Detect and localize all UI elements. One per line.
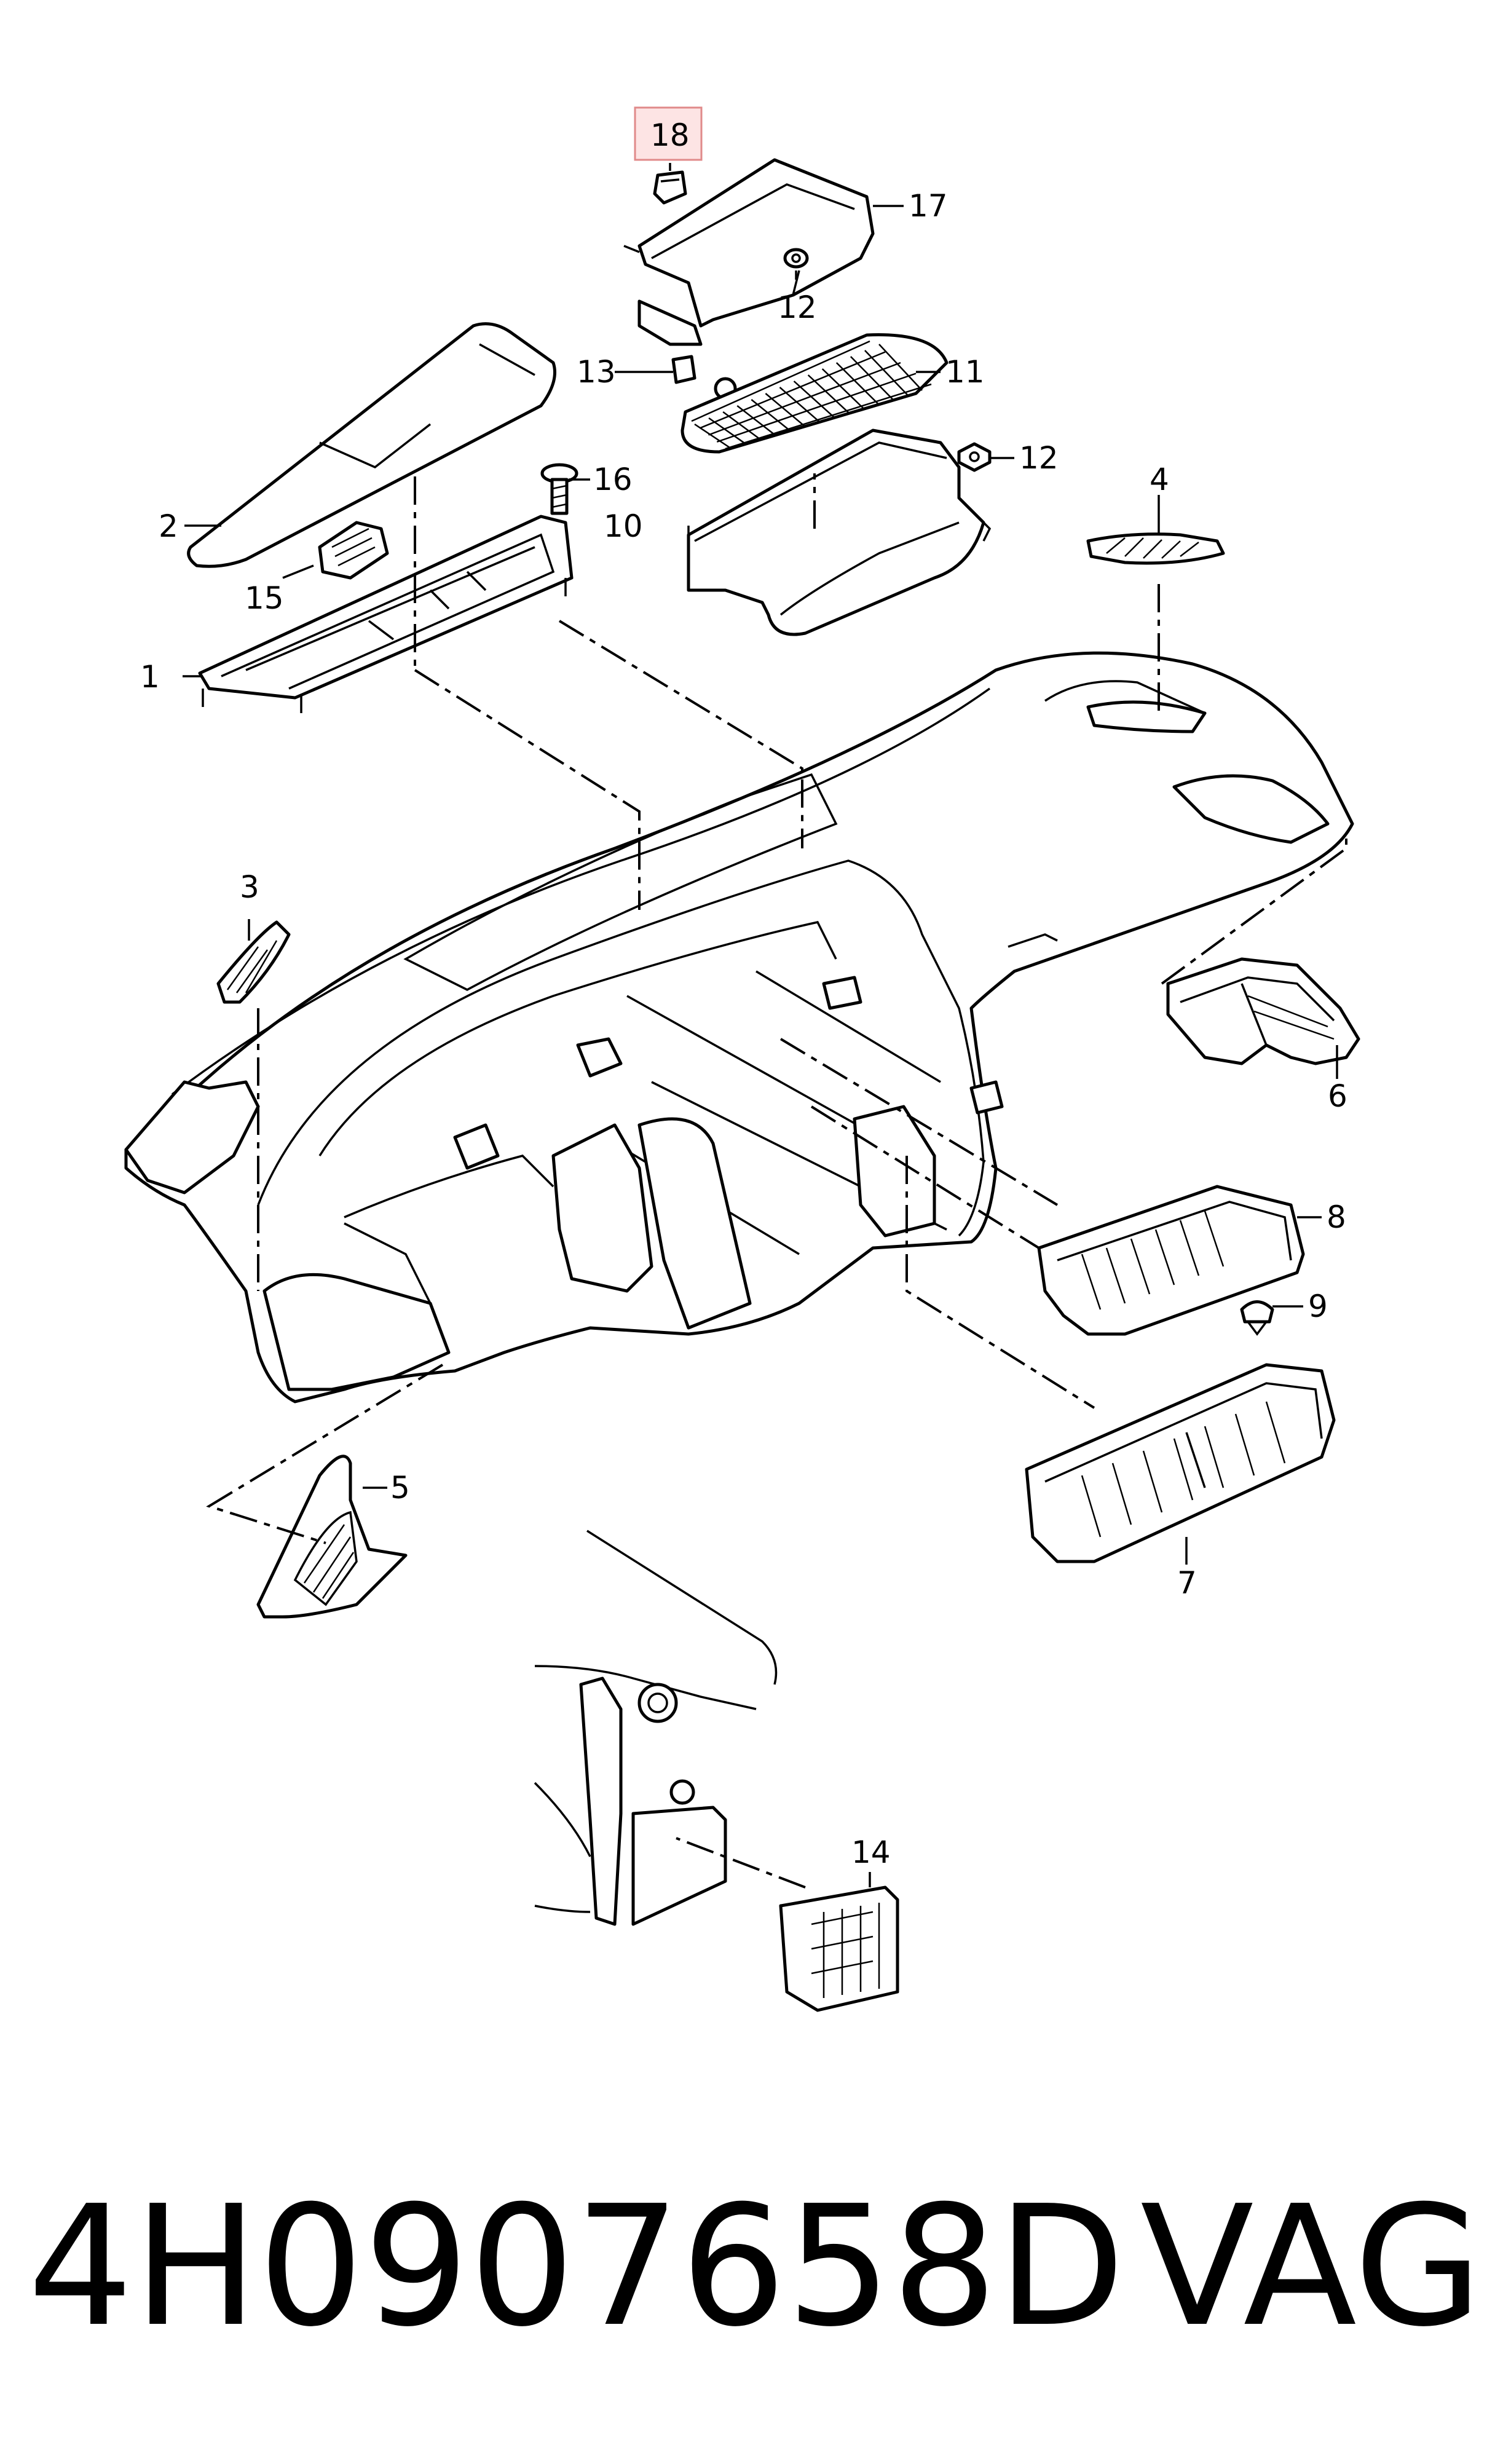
footer-brand: VAG: [1140, 2170, 1483, 2363]
callout-14: 14: [851, 1834, 891, 1870]
part-5-left-side-vent: [256, 1455, 408, 1619]
callout-18: 18: [650, 117, 690, 153]
dashboard-main-body: [124, 651, 1354, 1404]
part-2-instrument-cover: [187, 322, 556, 568]
callout-labels: 1 2 3 4 5 6 7 8 9 10 11 12 12 13 14 15 1…: [140, 117, 1347, 1870]
callout-leader-lines: [183, 163, 1338, 1887]
part-12-nut-lower: [957, 442, 992, 472]
part-9-clip: [1240, 1300, 1274, 1336]
callout-4: 4: [1150, 462, 1169, 497]
part-16-screw: [540, 463, 578, 515]
part-15-switch: [318, 521, 389, 580]
callout-15: 15: [245, 580, 284, 616]
part-7-lower-center-vent: [1025, 1363, 1336, 1563]
callout-3: 3: [240, 869, 259, 905]
part-3-side-vent: [216, 920, 291, 1004]
part-11-speaker-grille: [680, 333, 949, 454]
callout-2: 2: [159, 508, 178, 544]
callout-5: 5: [390, 1470, 410, 1506]
footer: 4H0907658D VAG: [28, 2170, 1483, 2363]
part-8-center-vent: [1037, 1185, 1305, 1336]
part-13-connector: [671, 355, 737, 400]
callout-16: 16: [593, 462, 633, 497]
callout-12a: 12: [778, 290, 817, 325]
callout-7: 7: [1177, 1565, 1197, 1601]
callout-13: 13: [577, 354, 616, 390]
part-18-sensor: [634, 106, 703, 205]
part-6-right-vent: [1166, 957, 1360, 1065]
part-10-speaker-housing: [687, 428, 992, 636]
part-4-defrost-vent: [1086, 532, 1225, 565]
callout-9: 9: [1308, 1289, 1328, 1324]
callout-6: 6: [1328, 1078, 1347, 1114]
part-12-clip-upper: [783, 248, 809, 269]
part-14-rear-vent: [534, 1530, 899, 2012]
part-1-dash-top-frame: [198, 515, 574, 713]
footer-part-number: 4H0907658D: [28, 2170, 1125, 2363]
callout-10: 10: [604, 508, 643, 544]
callout-12b: 12: [1019, 440, 1059, 476]
callout-8: 8: [1327, 1199, 1346, 1235]
assembly-guide-lines: [206, 473, 1347, 1889]
callout-1: 1: [140, 659, 160, 695]
callout-17: 17: [909, 188, 948, 224]
callout-11: 11: [945, 354, 985, 390]
grille-mesh: [691, 340, 932, 450]
part-17-air-duct: [623, 158, 875, 346]
